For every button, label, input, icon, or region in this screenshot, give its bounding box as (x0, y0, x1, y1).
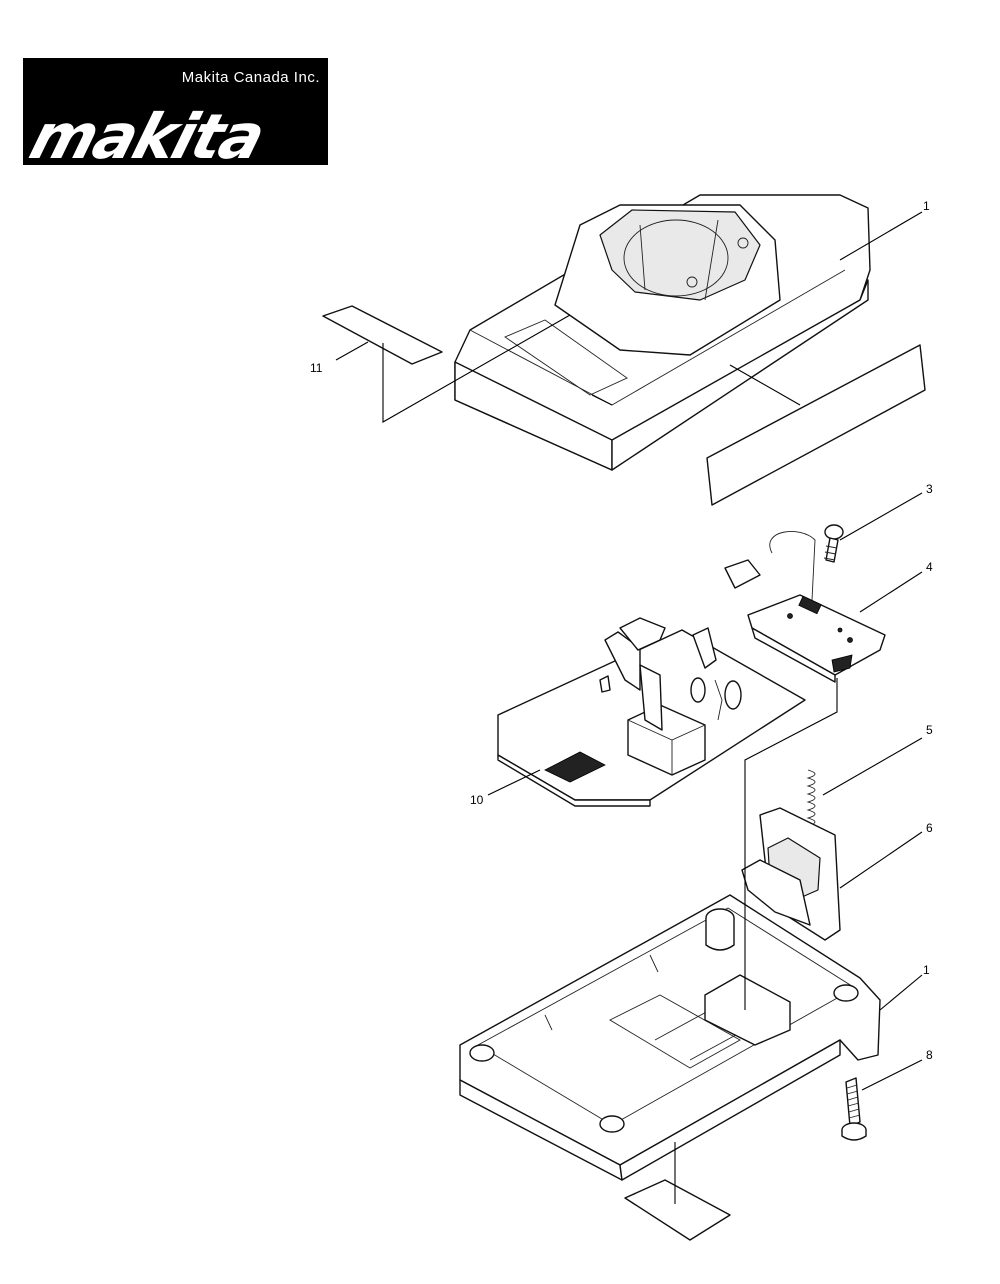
company-name: Makita Canada Inc. (181, 69, 320, 86)
terminal-board-part (724, 531, 886, 683)
brand-wordmark: makita (23, 108, 272, 165)
brand-wordmark-text: makita (23, 108, 272, 165)
callout-base-housing: 1 (923, 963, 930, 977)
bottom-label-part (624, 1179, 731, 1241)
callout-spring: 5 (926, 723, 933, 737)
callout-terminal-cover: 6 (926, 821, 933, 835)
callout-screw-small: 3 (926, 482, 933, 496)
long-screw-part (841, 1077, 867, 1141)
small-screw-part (823, 524, 844, 563)
callout-top-housing: 1 (923, 199, 930, 213)
top-housing-part (454, 194, 871, 471)
callout-pcb: 10 (470, 793, 484, 807)
callout-screw-long: 8 (926, 1048, 933, 1062)
terminal-cover-part (741, 807, 841, 941)
top-label-part (322, 305, 443, 365)
base-housing-part (459, 894, 881, 1181)
leader-lines (335, 211, 923, 1204)
callout-label-left: 11 (310, 361, 323, 375)
spring-part (806, 769, 816, 827)
makita-logo: Makita Canada Inc. makita (23, 58, 328, 165)
callout-terminal-board: 4 (926, 560, 933, 574)
pcb-part (497, 617, 806, 807)
side-label-part (706, 344, 926, 506)
